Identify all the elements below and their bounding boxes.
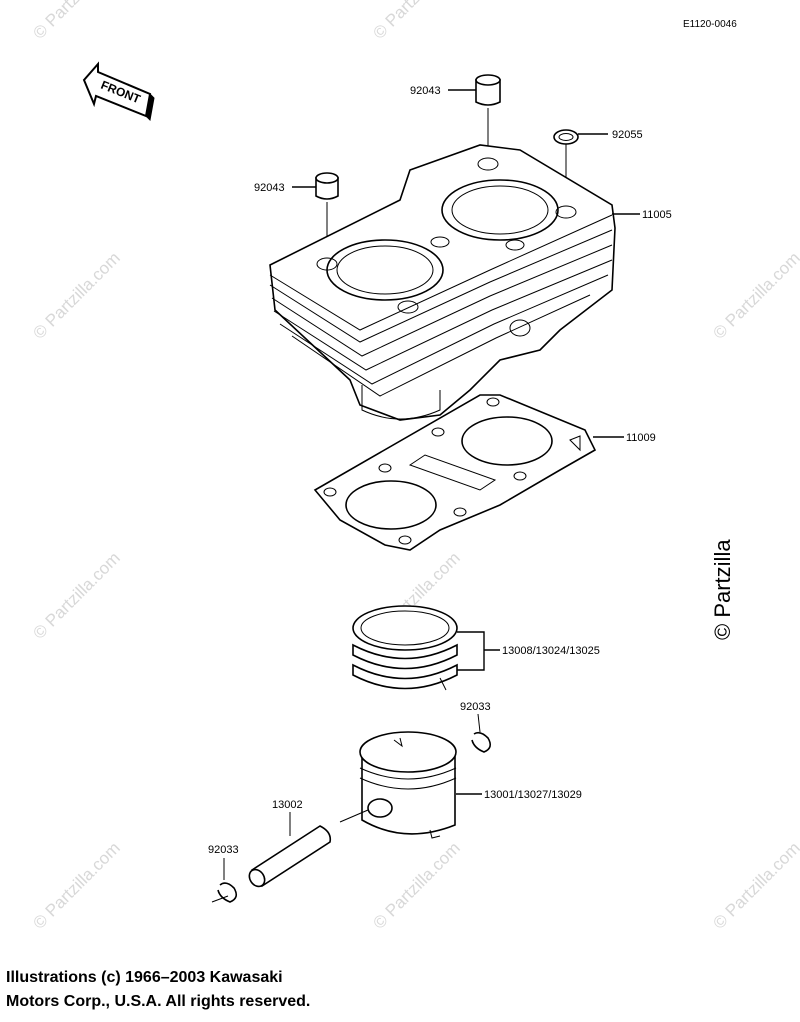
leader-line — [339, 809, 369, 823]
watermark: © Partzilla.com — [29, 248, 123, 342]
circlip-right — [471, 731, 492, 753]
cylinder-base-gasket — [313, 394, 597, 551]
leader-line — [211, 895, 229, 903]
leader-bracket — [457, 631, 500, 671]
watermark: © Partzilla.com — [29, 0, 123, 43]
piston-ring-set — [352, 605, 458, 691]
watermark: © Partzilla.com — [29, 548, 123, 642]
circlip-left — [217, 882, 238, 903]
front-arrow-icon: FRONT — [82, 61, 155, 122]
watermark: © Partzilla.com — [369, 0, 463, 43]
watermark: © Partzilla.com — [709, 248, 800, 342]
watermark: © Partzilla.com — [369, 838, 463, 932]
o-ring — [553, 129, 579, 145]
watermark: © Partzilla.com — [709, 838, 800, 932]
part-label-92043-left: 92043 — [254, 182, 285, 194]
part-label-13008: 13008/13024/13025 — [502, 645, 600, 657]
part-label-11009: 11009 — [626, 432, 656, 444]
leader-line — [477, 713, 481, 733]
dowel-pin-left — [315, 172, 339, 200]
watermark: © Partzilla.com — [29, 838, 123, 932]
part-label-92055: 92055 — [612, 129, 643, 141]
part-label-92033-left: 92033 — [208, 844, 239, 856]
part-label-13002: 13002 — [272, 799, 303, 811]
watermark-side: © Partzilla — [710, 539, 735, 640]
copyright-notice: Illustrations (c) 1966–2003 Kawasaki Mot… — [6, 966, 310, 1014]
cylinder-block — [269, 144, 616, 421]
part-label-92043-top: 92043 — [410, 85, 441, 97]
dowel-pin-top — [475, 74, 501, 106]
piston — [359, 731, 457, 839]
piston-pin — [248, 825, 332, 888]
copyright-line: Illustrations (c) 1966–2003 Kawasaki — [6, 969, 283, 986]
part-label-13001: 13001/13027/13029 — [484, 789, 582, 801]
part-label-11005: 11005 — [642, 209, 672, 221]
diagram-reference-code: E1120-0046 — [683, 19, 737, 30]
copyright-line: Motors Corp., U.S.A. All rights reserved… — [6, 993, 311, 1010]
part-label-92033-right: 92033 — [460, 701, 491, 713]
